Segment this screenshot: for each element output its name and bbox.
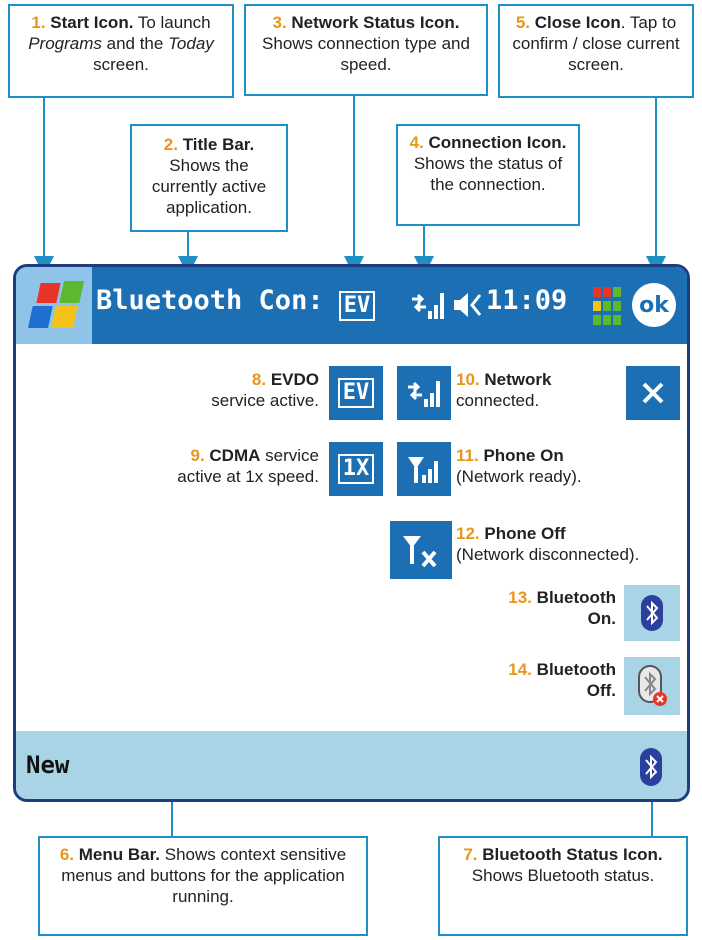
close-tile[interactable]	[626, 366, 680, 420]
legend-title: Phone On	[483, 446, 564, 465]
bluetooth-icon[interactable]	[638, 747, 664, 787]
callout-connection-icon: 4. Connection Icon. Shows the status of …	[396, 124, 580, 226]
callout-network-status: 3. Network Status Icon. Shows connection…	[244, 4, 488, 96]
callout-number: 7.	[463, 845, 478, 864]
phone-off-tile	[390, 521, 452, 579]
callout-number: 6.	[59, 845, 75, 864]
legend-number: 11.	[456, 446, 479, 465]
callout-title: Connection Icon.	[428, 133, 567, 152]
title-bar: Bluetooth Con: EV 11:09	[16, 267, 687, 344]
legend-title: EVDO	[270, 370, 319, 389]
callout-text: Shows the status of the connection.	[413, 154, 563, 194]
callout-text: To launch	[137, 13, 211, 32]
legend-text: connected.	[456, 391, 540, 410]
callout-text: . Tap to confirm / close current screen.	[512, 13, 680, 74]
device-screen: Bluetooth Con: EV 11:09	[13, 264, 690, 802]
callout-text: and the	[106, 34, 164, 53]
ok-icon: ok	[639, 292, 669, 318]
phone-on-tile	[397, 442, 451, 496]
ok-button[interactable]: ok	[632, 283, 676, 327]
callout-number: 2.	[163, 135, 178, 154]
legend-text: active at 1x speed.	[177, 467, 319, 486]
callout-number: 4.	[409, 133, 424, 152]
start-button[interactable]	[16, 267, 92, 344]
legend-text: service	[265, 446, 319, 465]
connection-icon	[412, 293, 444, 319]
ev-icon: EV	[338, 291, 376, 321]
callout-title-bar: 2. Title Bar. Shows the currently active…	[130, 124, 288, 232]
legend-title: Bluetooth	[536, 660, 616, 679]
callout-text: screen.	[93, 55, 149, 74]
callout-close-icon: 5. Close Icon. Tap to confirm / close cu…	[498, 4, 694, 98]
connection-icon[interactable]	[406, 283, 450, 327]
legend-number: 14.	[508, 660, 532, 679]
callout-title: Menu Bar.	[78, 845, 160, 864]
callout-title: Title Bar.	[182, 135, 255, 154]
legend-text: On.	[587, 609, 616, 628]
callout-text: Shows the currently active application.	[151, 156, 267, 217]
ev-icon: EV	[337, 378, 375, 408]
bluetooth-icon	[641, 595, 663, 631]
phone-on-icon	[408, 457, 438, 483]
legend-text: Off.	[586, 681, 616, 700]
legend-title: Network	[484, 370, 552, 389]
legend-bluetooth-on: 13. Bluetooth On.	[446, 587, 616, 629]
network-status-icon[interactable]: EV	[336, 285, 378, 327]
bluetooth-off-tile	[624, 657, 680, 715]
speaker-icon[interactable]	[450, 287, 486, 323]
connection-icon	[408, 381, 440, 407]
callout-italic: Today	[168, 34, 214, 53]
callout-start-icon: 1. Start Icon. To launch Programs and th…	[8, 4, 234, 98]
callout-title: Start Icon.	[50, 13, 134, 32]
callout-title: Bluetooth Status Icon.	[482, 845, 663, 864]
legend-number: 10.	[456, 370, 480, 389]
callout-number: 5.	[515, 13, 531, 32]
legend-number: 12.	[456, 524, 480, 543]
close-x-icon	[642, 382, 664, 404]
callout-title: Network Status Icon.	[291, 13, 460, 32]
legend-title: Bluetooth	[536, 588, 616, 607]
bluetooth-on-tile	[624, 585, 680, 641]
legend-text: (Network ready).	[456, 467, 582, 486]
callout-text: Shows context sensitive menus and button…	[61, 845, 347, 906]
legend-network: 10. Network connected.	[456, 369, 616, 411]
onex-icon: 1X	[337, 454, 375, 484]
legend-title: CDMA	[209, 446, 261, 465]
callout-menu-bar: 6. Menu Bar. Shows context sensitive men…	[38, 836, 368, 936]
callout-text: Shows connection type and speed.	[262, 34, 470, 74]
phone-off-icon	[403, 536, 437, 568]
menu-new-button[interactable]: New	[26, 751, 70, 779]
callout-number: 3.	[272, 13, 287, 32]
legend-evdo: 8. EVDO service active.	[156, 369, 319, 411]
legend-text: service active.	[211, 391, 319, 410]
network-connected-tile	[397, 366, 451, 420]
legend-cdma: 9. CDMA service active at 1x speed.	[116, 445, 319, 487]
onex-legend-tile: 1X	[329, 442, 383, 496]
legend-phone-on: 11. Phone On (Network ready).	[456, 445, 636, 487]
menu-bar: New	[16, 731, 687, 799]
callout-number: 1.	[31, 13, 46, 32]
title-bar-text: Bluetooth Con:	[96, 285, 324, 316]
ev-legend-tile: EV	[329, 366, 383, 420]
legend-number: 9.	[190, 446, 205, 465]
legend-number: 13.	[508, 588, 532, 607]
callout-title: Close Icon	[534, 13, 621, 32]
legend-title: Phone Off	[484, 524, 566, 543]
signal-meter-icon[interactable]	[592, 285, 622, 327]
callout-italic: Programs	[28, 34, 102, 53]
legend-text: (Network disconnected).	[456, 545, 640, 564]
clock[interactable]: 11:09	[486, 285, 568, 316]
callout-bluetooth-status: 7. Bluetooth Status Icon. Shows Bluetoot…	[438, 836, 688, 936]
callout-text: Shows Bluetooth status.	[471, 866, 655, 885]
legend-number: 8.	[251, 370, 267, 389]
bluetooth-off-icon	[638, 665, 667, 706]
windows-start-icon	[28, 281, 85, 328]
legend-phone-off: 12. Phone Off (Network disconnected).	[456, 523, 684, 565]
legend-bluetooth-off: 14. Bluetooth Off.	[446, 659, 616, 701]
